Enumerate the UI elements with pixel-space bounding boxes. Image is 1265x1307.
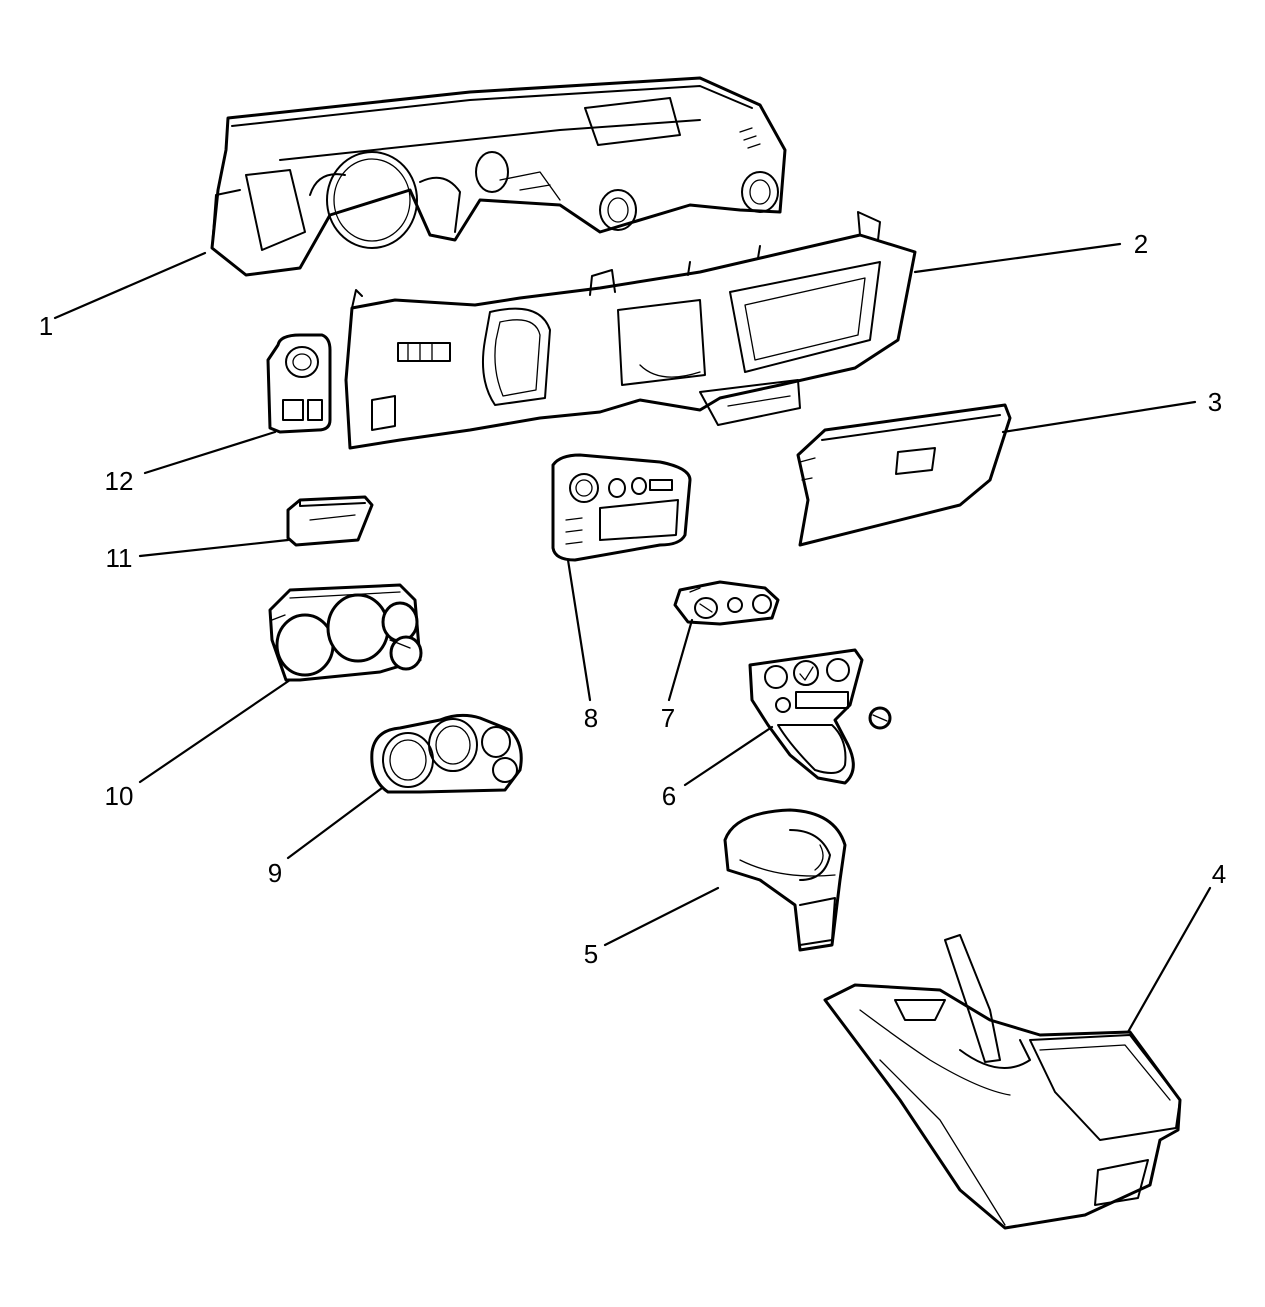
leader-5 [603,886,720,947]
leader-8 [566,558,592,702]
callout-3: 3 [1208,387,1222,417]
leader-2 [913,242,1122,274]
part-5-shift-boot-bezel [723,808,847,952]
part-11-ashtray-pocket [286,495,374,547]
callout-12: 12 [105,466,134,496]
leader-11 [138,538,290,558]
callout-labels: 1 2 3 4 5 6 7 8 9 10 11 12 [39,229,1226,969]
part-10-instrument-cluster [268,583,423,682]
leader-12 [143,430,277,475]
callout-8: 8 [584,703,598,733]
callout-7: 7 [661,703,675,733]
leader-lines [53,242,1212,1034]
part-8-center-bezel [551,453,692,562]
callout-11: 11 [106,543,133,573]
leader-4 [1126,886,1212,1034]
part-1-instrument-panel-upper [210,76,787,277]
part-9-cluster-bezel [370,713,523,794]
callout-4: 4 [1212,859,1226,889]
callout-5: 5 [584,939,598,969]
leader-10 [138,678,292,784]
leader-6 [683,725,774,787]
part-12-switch-bezel [266,333,332,434]
part-6-console-trim-plate [748,648,892,785]
part-2-instrument-panel-carrier [344,211,917,450]
callout-1: 1 [39,311,53,341]
part-3-glove-box [796,403,1012,547]
callout-9: 9 [268,858,282,888]
part-4-floor-console [823,934,1182,1230]
callout-2: 2 [1134,229,1148,259]
leader-9 [286,786,384,860]
leader-1 [53,251,207,320]
leader-7 [667,618,694,702]
part-7-hvac-control [673,580,780,626]
callout-10: 10 [105,781,134,811]
callout-6: 6 [662,781,676,811]
leader-3 [1001,400,1197,434]
